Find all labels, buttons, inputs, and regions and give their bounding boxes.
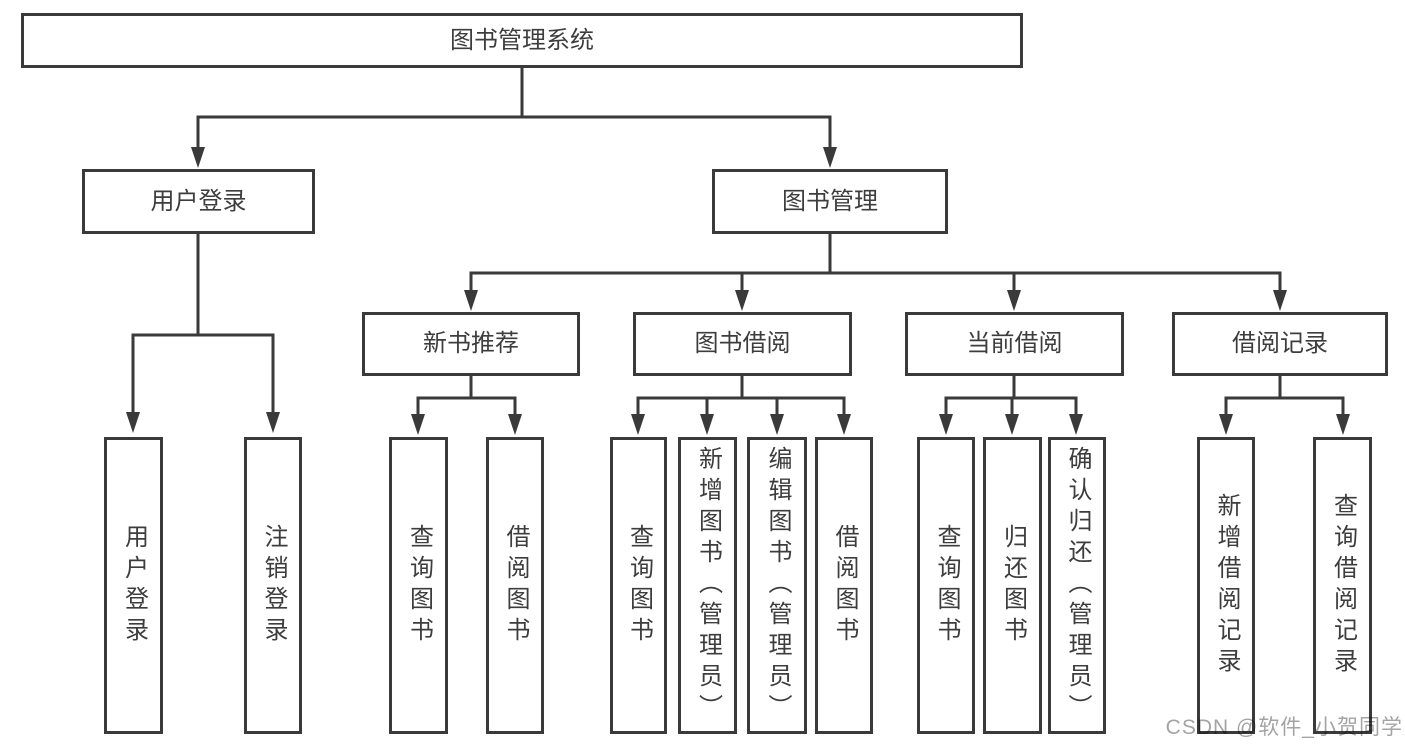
arrowhead bbox=[464, 290, 478, 311]
arrowhead bbox=[1219, 414, 1233, 435]
arrowhead bbox=[1336, 414, 1350, 435]
node-new-book-recommend: 新书推荐 bbox=[362, 312, 580, 376]
leaf-return-book: 归还图书 bbox=[983, 437, 1042, 734]
arrowhead bbox=[1005, 414, 1019, 435]
leaf-query-books: 查询图书 bbox=[389, 437, 448, 734]
arrowhead bbox=[1007, 290, 1021, 311]
leaf-confirm-return-admin: 确认归还（管理员） bbox=[1048, 437, 1106, 734]
arrowhead bbox=[191, 147, 205, 168]
connector-book-borrow-to-leaves bbox=[631, 376, 851, 435]
arrowhead bbox=[631, 414, 645, 435]
arrowhead bbox=[266, 412, 280, 433]
node-root-library-system: 图书管理系统 bbox=[21, 13, 1023, 68]
arrowhead bbox=[1069, 414, 1083, 435]
leaf-borrow-books-2: 借阅图书 bbox=[815, 437, 873, 734]
arrowhead bbox=[126, 412, 140, 433]
watermark: CSDN @软件_小贺同学 bbox=[1165, 716, 1403, 739]
arrowhead bbox=[700, 414, 714, 435]
leaf-query-books-3: 查询图书 bbox=[917, 437, 975, 734]
arrowhead bbox=[837, 414, 851, 435]
connector-root-to-level2 bbox=[191, 68, 837, 168]
leaf-add-borrow-record: 新增借阅记录 bbox=[1197, 437, 1255, 734]
leaf-user-login: 用户登录 bbox=[104, 437, 163, 734]
connector-current-borrow-to-leaves bbox=[939, 376, 1083, 435]
node-book-borrow: 图书借阅 bbox=[633, 312, 852, 376]
connector-borrow-record-to-leaves bbox=[1219, 376, 1350, 435]
leaf-edit-book-admin: 编辑图书（管理员） bbox=[747, 437, 807, 734]
arrowhead bbox=[823, 147, 837, 168]
leaf-logout: 注销登录 bbox=[244, 437, 302, 734]
arrowhead bbox=[735, 290, 749, 311]
node-borrow-record: 借阅记录 bbox=[1172, 312, 1388, 376]
leaf-query-books-2: 查询图书 bbox=[610, 437, 667, 734]
node-book-management: 图书管理 bbox=[712, 169, 948, 234]
node-current-borrow: 当前借阅 bbox=[905, 312, 1124, 376]
connector-book-mgmt-to-level3 bbox=[464, 234, 1287, 311]
leaf-add-book-admin: 新增图书（管理员） bbox=[678, 437, 737, 734]
arrowhead bbox=[1273, 290, 1287, 311]
arrowhead bbox=[939, 414, 953, 435]
arrowhead bbox=[508, 414, 522, 435]
connector-user-login-to-leaves bbox=[126, 234, 280, 433]
node-user-login: 用户登录 bbox=[82, 169, 315, 234]
arrowhead bbox=[411, 414, 425, 435]
arrowhead bbox=[770, 414, 784, 435]
connector-new-book-recommend-to-leaves bbox=[411, 376, 522, 435]
leaf-query-borrow-record: 查询借阅记录 bbox=[1313, 437, 1372, 734]
leaf-borrow-books: 借阅图书 bbox=[486, 437, 544, 734]
